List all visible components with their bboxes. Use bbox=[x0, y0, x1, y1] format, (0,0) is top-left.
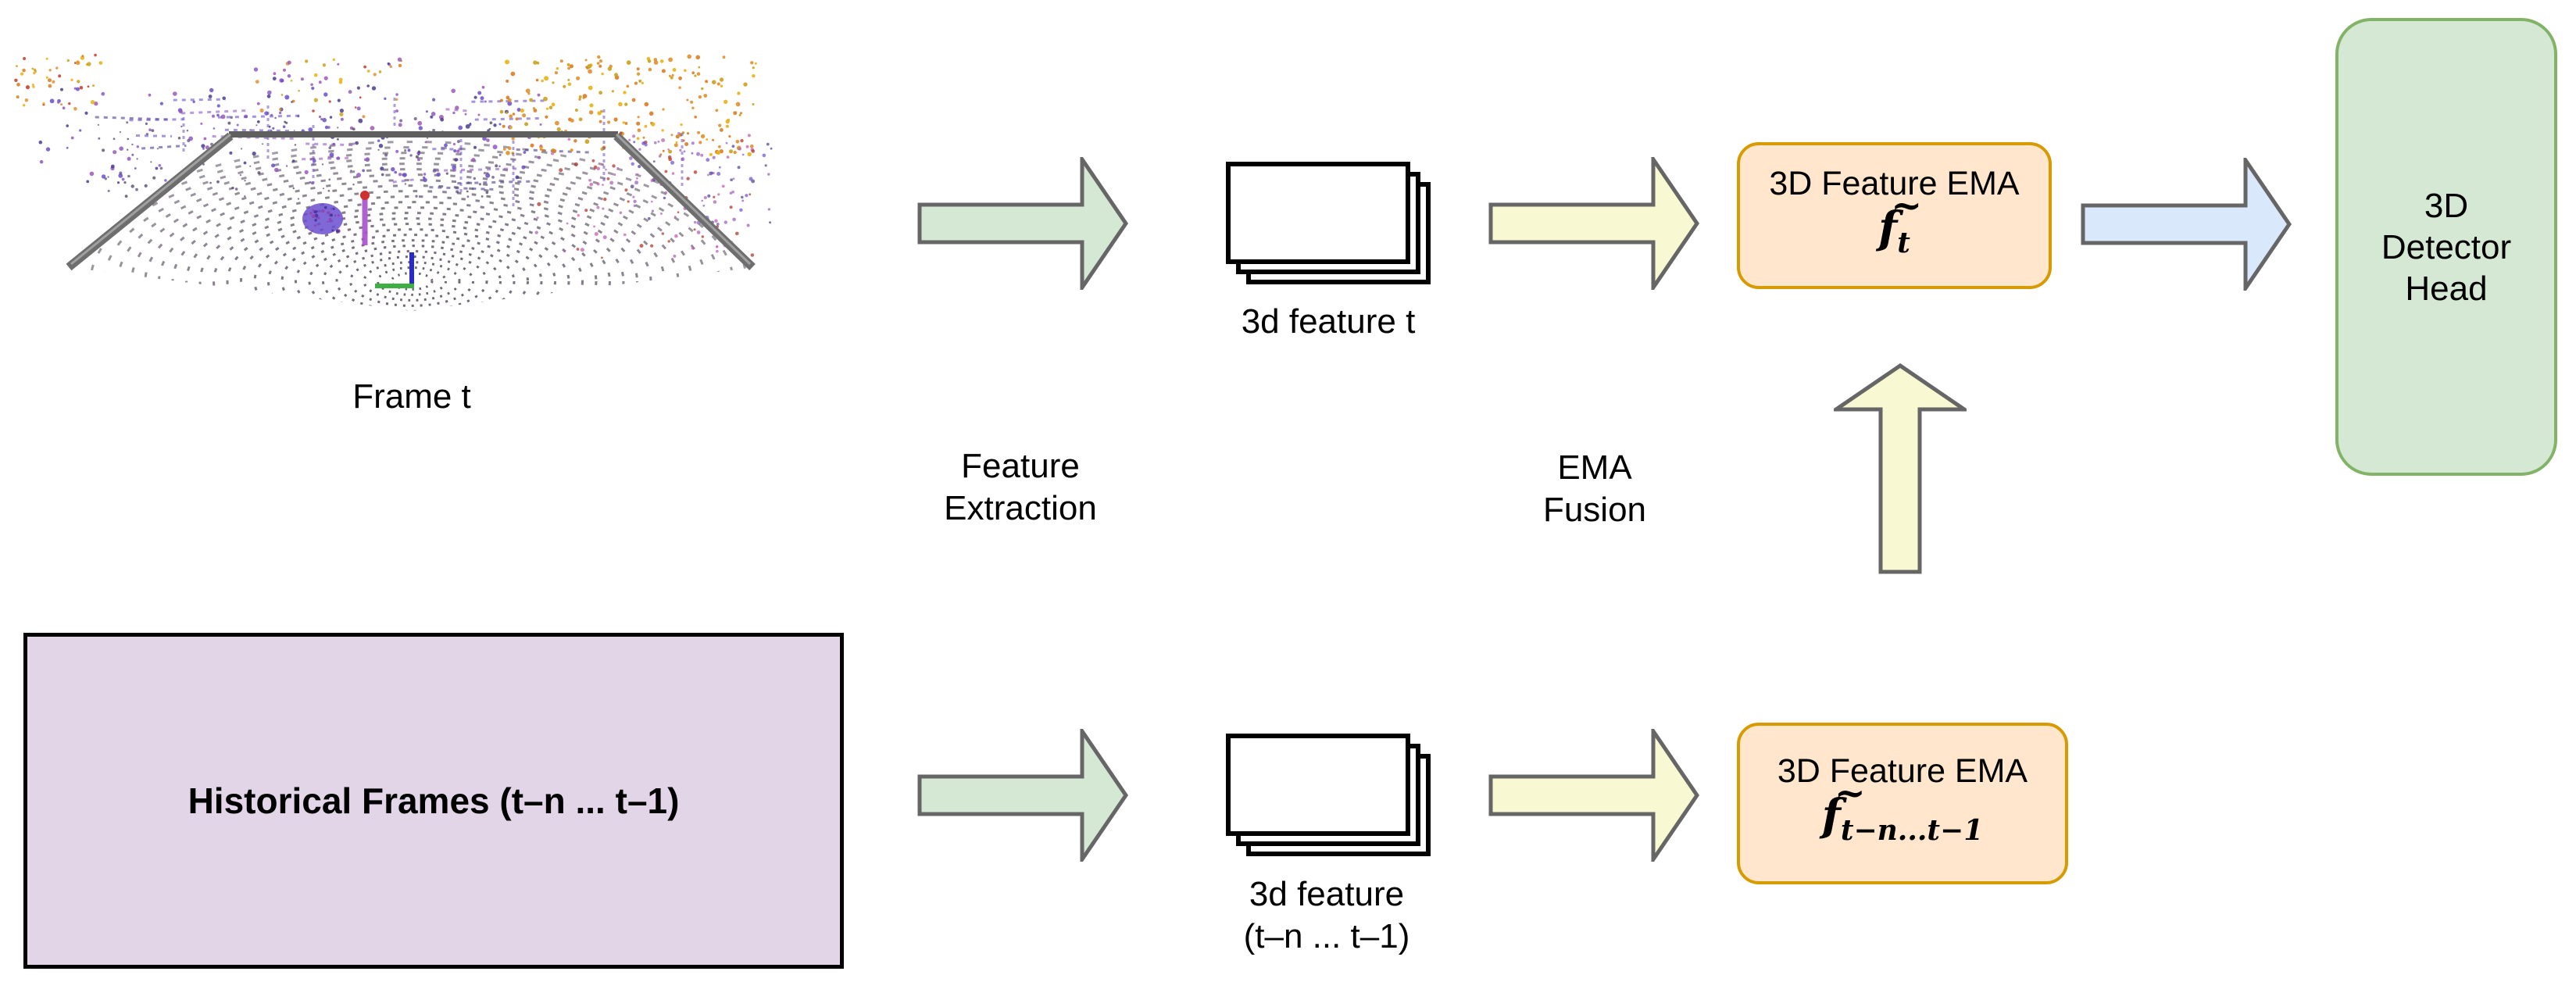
feature-extraction-line1: Feature bbox=[961, 447, 1080, 485]
feature-t-caption: 3d feature t bbox=[1242, 301, 1416, 343]
feature-sheet bbox=[1226, 162, 1410, 264]
feature-extraction-arrow-bottom bbox=[917, 729, 1128, 862]
tilde-accent: ~ bbox=[1834, 771, 1866, 816]
frame-t-caption-text: Frame t bbox=[352, 377, 471, 416]
detector-head-line1: 3D bbox=[2424, 186, 2469, 225]
ema-box-title: 3D Feature EMA bbox=[1769, 164, 2020, 202]
feature-map-stack-bottom bbox=[1226, 734, 1438, 868]
math-f: f bbox=[1878, 202, 1898, 254]
frame-t-caption: Frame t bbox=[352, 376, 471, 418]
ema-feature-symbol-t: ~ft bbox=[1878, 184, 1922, 267]
tilde-accent: ~ bbox=[1891, 183, 1923, 227]
feature-extraction-arrow-top bbox=[917, 157, 1128, 290]
math-subscript: t bbox=[1897, 226, 1910, 259]
lidar-pointcloud-frame-t bbox=[14, 53, 773, 311]
feature-sheet bbox=[1226, 734, 1410, 836]
detector-input-arrow bbox=[2081, 158, 2292, 291]
historical-frames-label: Historical Frames (t–n ... t–1) bbox=[188, 780, 680, 821]
math-subscript: t−n...t−1 bbox=[1840, 814, 1984, 847]
ema-feature-symbol-historical: ~ft−n...t−1 bbox=[1821, 771, 1984, 855]
ema-box-title: 3D Feature EMA bbox=[1777, 752, 2028, 790]
ema-fusion-arrow-top bbox=[1488, 157, 1699, 290]
ema-fusion-label: EMA Fusion bbox=[1543, 447, 1646, 531]
ema-feedback-arrow-up bbox=[1834, 363, 1967, 574]
detector-head-box: 3D Detector Head bbox=[2335, 18, 2557, 476]
ema-fusion-line2: Fusion bbox=[1542, 491, 1647, 529]
ema-fusion-arrow-bottom bbox=[1488, 729, 1699, 862]
detector-head-line2: Detector bbox=[2381, 227, 2512, 266]
ema-fusion-line1: EMA bbox=[1557, 448, 1632, 487]
ema-box-historical: 3D Feature EMA ~ft−n...t−1 bbox=[1737, 723, 2068, 884]
feature-map-stack-top bbox=[1226, 162, 1438, 296]
feature-extraction-label: Feature Extraction bbox=[944, 445, 1097, 530]
detector-head-line3: Head bbox=[2405, 269, 2488, 308]
ema-box-current: 3D Feature EMA ~ft bbox=[1737, 142, 2052, 289]
feature-t-caption-text: 3d feature t bbox=[1241, 302, 1416, 341]
feature-extraction-line2: Extraction bbox=[944, 489, 1097, 527]
feature-historical-caption-line2: (t–n ... t–1) bbox=[1243, 917, 1410, 955]
feature-historical-caption-line1: 3d feature bbox=[1249, 875, 1405, 913]
math-f: f bbox=[1821, 790, 1841, 841]
historical-frames-box: Historical Frames (t–n ... t–1) bbox=[23, 633, 844, 969]
feature-historical-caption: 3d feature (t–n ... t–1) bbox=[1244, 873, 1410, 958]
